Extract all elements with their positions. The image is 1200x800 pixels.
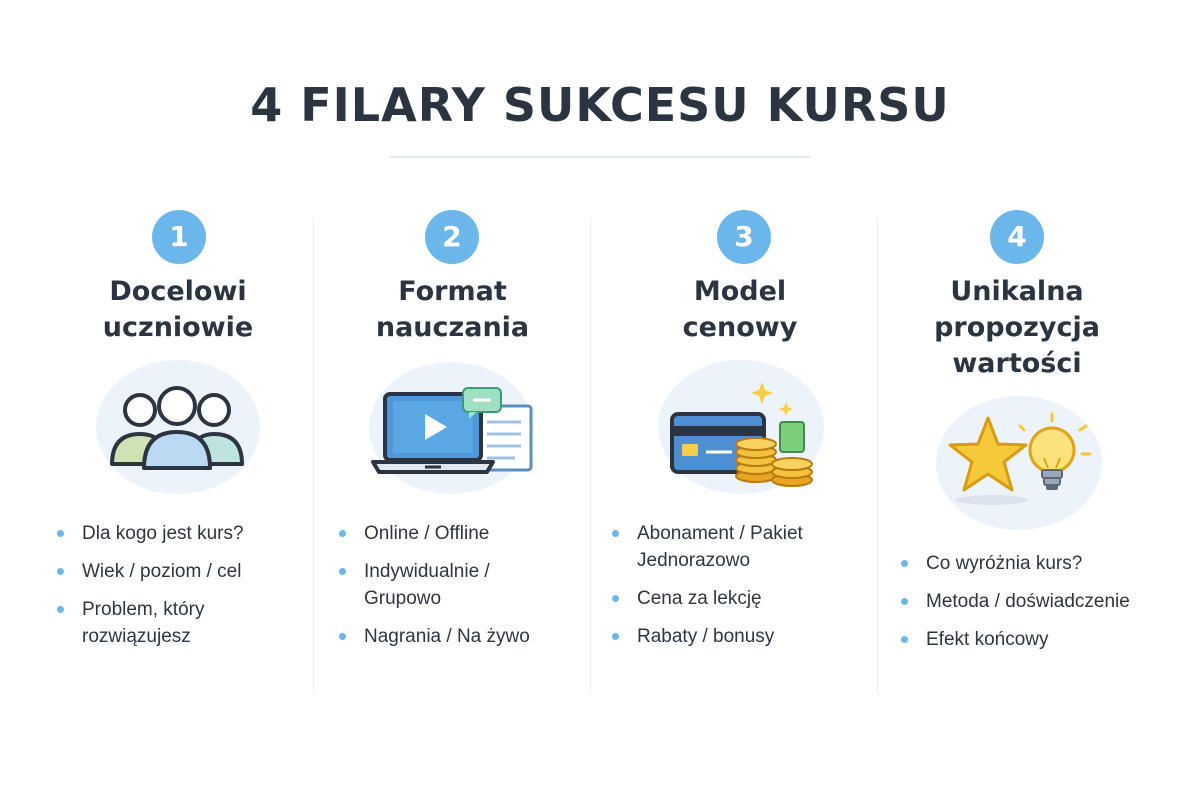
pillar-heading: Format nauczania — [315, 274, 590, 346]
pillar-number-badge: 3 — [717, 210, 771, 264]
star-bulb-icon — [936, 396, 1102, 530]
list-item: Dla kogo jest kurs? — [56, 520, 306, 547]
title-underline — [390, 156, 810, 158]
pillar-heading-line: uczniowie — [102, 312, 254, 343]
pillar-pricing-model: 3 Model cenowy Abonament / Pakiet Jednor… — [600, 210, 880, 690]
pillar-heading-line: Format — [398, 276, 507, 307]
list-item: Online / Offline — [338, 520, 578, 547]
list-item: Nagrania / Na żywo — [338, 623, 578, 650]
pillar-target-students: 1 Docelowi uczniowie Dla kogo jest kurs?… — [40, 210, 316, 690]
list-item: Abonament / Pakiet Jednorazowo — [611, 520, 841, 574]
list-item: Indywidualnie / Grupowo — [338, 558, 528, 612]
pillar-heading: Unikalna propozycja wartości — [878, 274, 1156, 382]
list-item: Cena za lekcję — [611, 585, 861, 612]
pillar-points: Co wyróżnia kurs? Metoda / doświadczenie… — [900, 550, 1156, 664]
column-divider — [590, 218, 591, 693]
pillar-heading-line: nauczania — [375, 312, 530, 343]
column-divider — [877, 218, 878, 693]
pillar-number-badge: 4 — [990, 210, 1044, 264]
list-item: Co wyróżnia kurs? — [900, 550, 1156, 577]
pillar-heading-line: cenowy — [682, 312, 798, 343]
column-divider — [313, 218, 314, 693]
page-title: 4 FILARY SUKCESU KURSU — [250, 78, 950, 132]
pillar-number-badge: 1 — [152, 210, 206, 264]
card-coins-icon — [658, 360, 824, 494]
pillar-heading-line: propozycja — [934, 312, 1100, 343]
pillar-points: Abonament / Pakiet Jednorazowo Cena za l… — [611, 520, 861, 661]
list-item: Wiek / poziom / cel — [56, 558, 306, 585]
list-item: Efekt końcowy — [900, 626, 1156, 653]
list-item: Rabaty / bonusy — [611, 623, 861, 650]
pillar-heading: Model cenowy — [600, 274, 880, 346]
pillar-value-proposition: 4 Unikalna propozycja wartości Co wyróżn… — [878, 210, 1156, 690]
pillar-heading: Docelowi uczniowie — [40, 274, 316, 346]
laptop-video-icon — [369, 362, 533, 494]
pillar-number-badge: 2 — [425, 210, 479, 264]
pillar-points: Dla kogo jest kurs? Wiek / poziom / cel … — [56, 520, 306, 661]
list-item: Problem, który rozwiązujesz — [56, 596, 256, 650]
pillar-heading-line: Model — [693, 276, 787, 307]
list-item: Metoda / doświadczenie — [900, 588, 1156, 615]
pillar-teaching-format: 2 Format nauczania Online / Offline Indy… — [315, 210, 590, 690]
pillar-points: Online / Offline Indywidualnie / Grupowo… — [338, 520, 578, 661]
people-group-icon — [96, 360, 260, 494]
pillar-heading-line: wartości — [952, 348, 1082, 379]
pillar-heading-line: Docelowi — [109, 276, 247, 307]
pillar-heading-line: Unikalna — [950, 276, 1084, 307]
